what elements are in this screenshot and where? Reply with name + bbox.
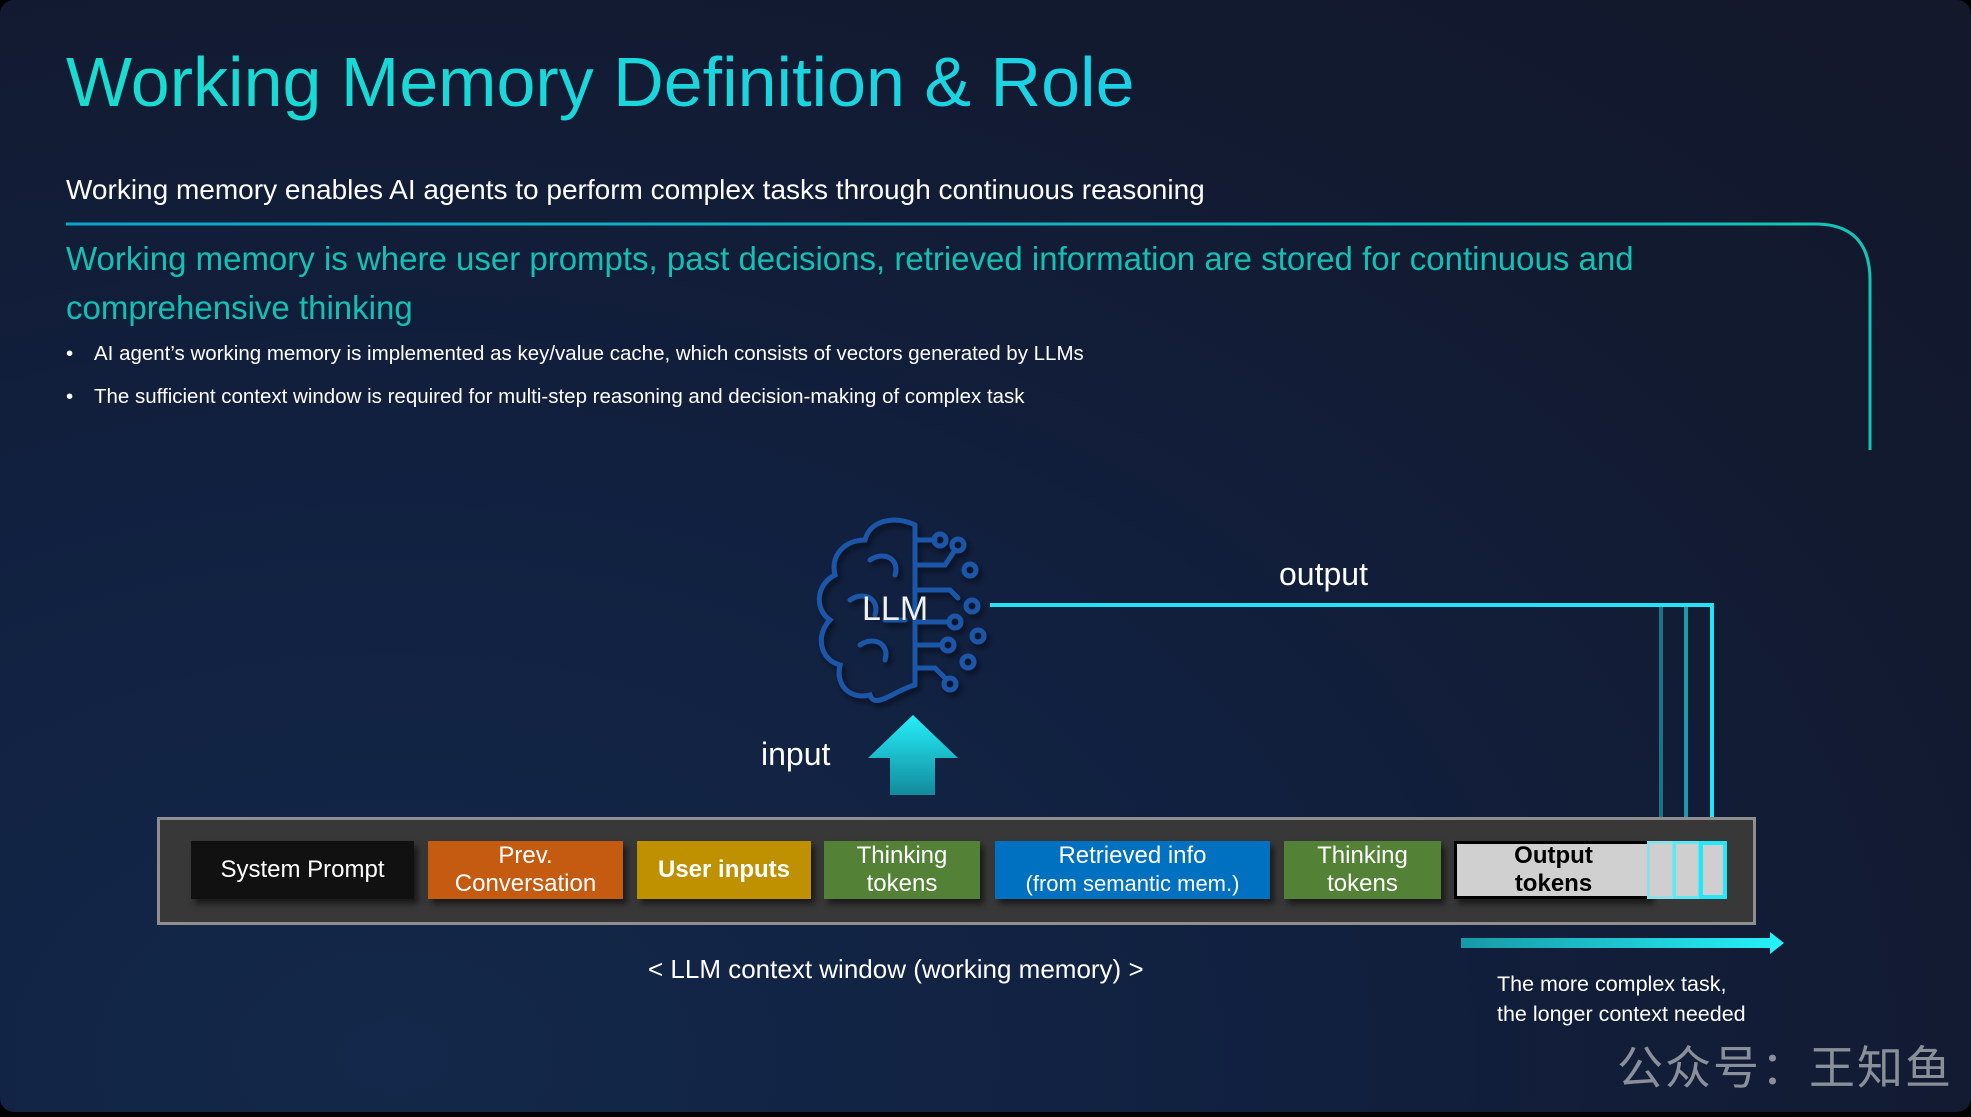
output-arrow-line	[990, 603, 1714, 838]
block-label: System Prompt	[220, 856, 385, 883]
context-block-retrieved-info: Retrieved info (from semantic mem.)	[995, 841, 1270, 899]
context-block-system-prompt: System Prompt	[191, 841, 414, 899]
growth-note-line1: The more complex task,	[1497, 972, 1727, 996]
slide-title: Working Memory Definition & Role	[66, 43, 1135, 121]
block-label-line1: Thinking	[856, 842, 948, 869]
bullet-dot-icon: •	[66, 342, 74, 365]
block-label: User inputs	[657, 856, 791, 883]
new-token-slot	[1647, 841, 1675, 899]
block-label-line2: tokens	[1327, 870, 1398, 897]
context-block-user-inputs: User inputs	[637, 841, 811, 899]
block-label-line2: (from semantic mem.)	[1025, 871, 1240, 896]
bullet-item: • The sufficient context window is requir…	[66, 385, 1025, 409]
context-block-output-tokens: Output tokens	[1454, 841, 1650, 899]
block-label-line1: Thinking	[1317, 842, 1408, 869]
block-label-line2: tokens	[1514, 870, 1593, 897]
context-block-thinking-tokens: Thinking tokens	[824, 841, 980, 899]
bullet-item: • AI agent’s working memory is implemente…	[66, 342, 1084, 366]
growth-note-line2: the longer context needed	[1497, 1002, 1746, 1026]
block-label-line1: Retrieved info	[1058, 842, 1207, 869]
bullet-text: The sufficient context window is require…	[94, 385, 1025, 408]
brain-circuit-icon	[816, 517, 987, 703]
llm-label: LLM	[862, 590, 929, 628]
input-arrow-icon	[868, 715, 958, 795]
context-block-prev-conversation: Prev. Conversation	[428, 841, 623, 899]
bullet-text: AI agent’s working memory is implemented…	[94, 342, 1084, 365]
output-label: output	[1279, 556, 1368, 592]
bullet-dot-icon: •	[66, 385, 74, 408]
block-label-line1: Output	[1514, 842, 1593, 869]
block-label-line2: tokens	[866, 870, 938, 897]
block-label-line2: Conversation	[454, 870, 597, 897]
context-window-caption: < LLM context window (working memory) >	[648, 954, 1144, 984]
growth-note: The more complex task, the longer contex…	[1497, 969, 1746, 1029]
new-token-slot	[1673, 841, 1701, 899]
block-label-line1: Prev.	[498, 842, 553, 869]
context-block-thinking-tokens: Thinking tokens	[1284, 841, 1441, 899]
input-label: input	[761, 736, 831, 772]
watermark: 公众号：王知鱼	[1617, 1041, 1953, 1095]
slide-subtitle: Working memory enables AI agents to perf…	[66, 174, 1205, 205]
divider-line	[66, 222, 1872, 450]
new-token-slot	[1699, 841, 1727, 899]
growth-arrow-icon	[1461, 932, 1784, 954]
definition-statement: Working memory is where user prompts, pa…	[66, 240, 1634, 326]
